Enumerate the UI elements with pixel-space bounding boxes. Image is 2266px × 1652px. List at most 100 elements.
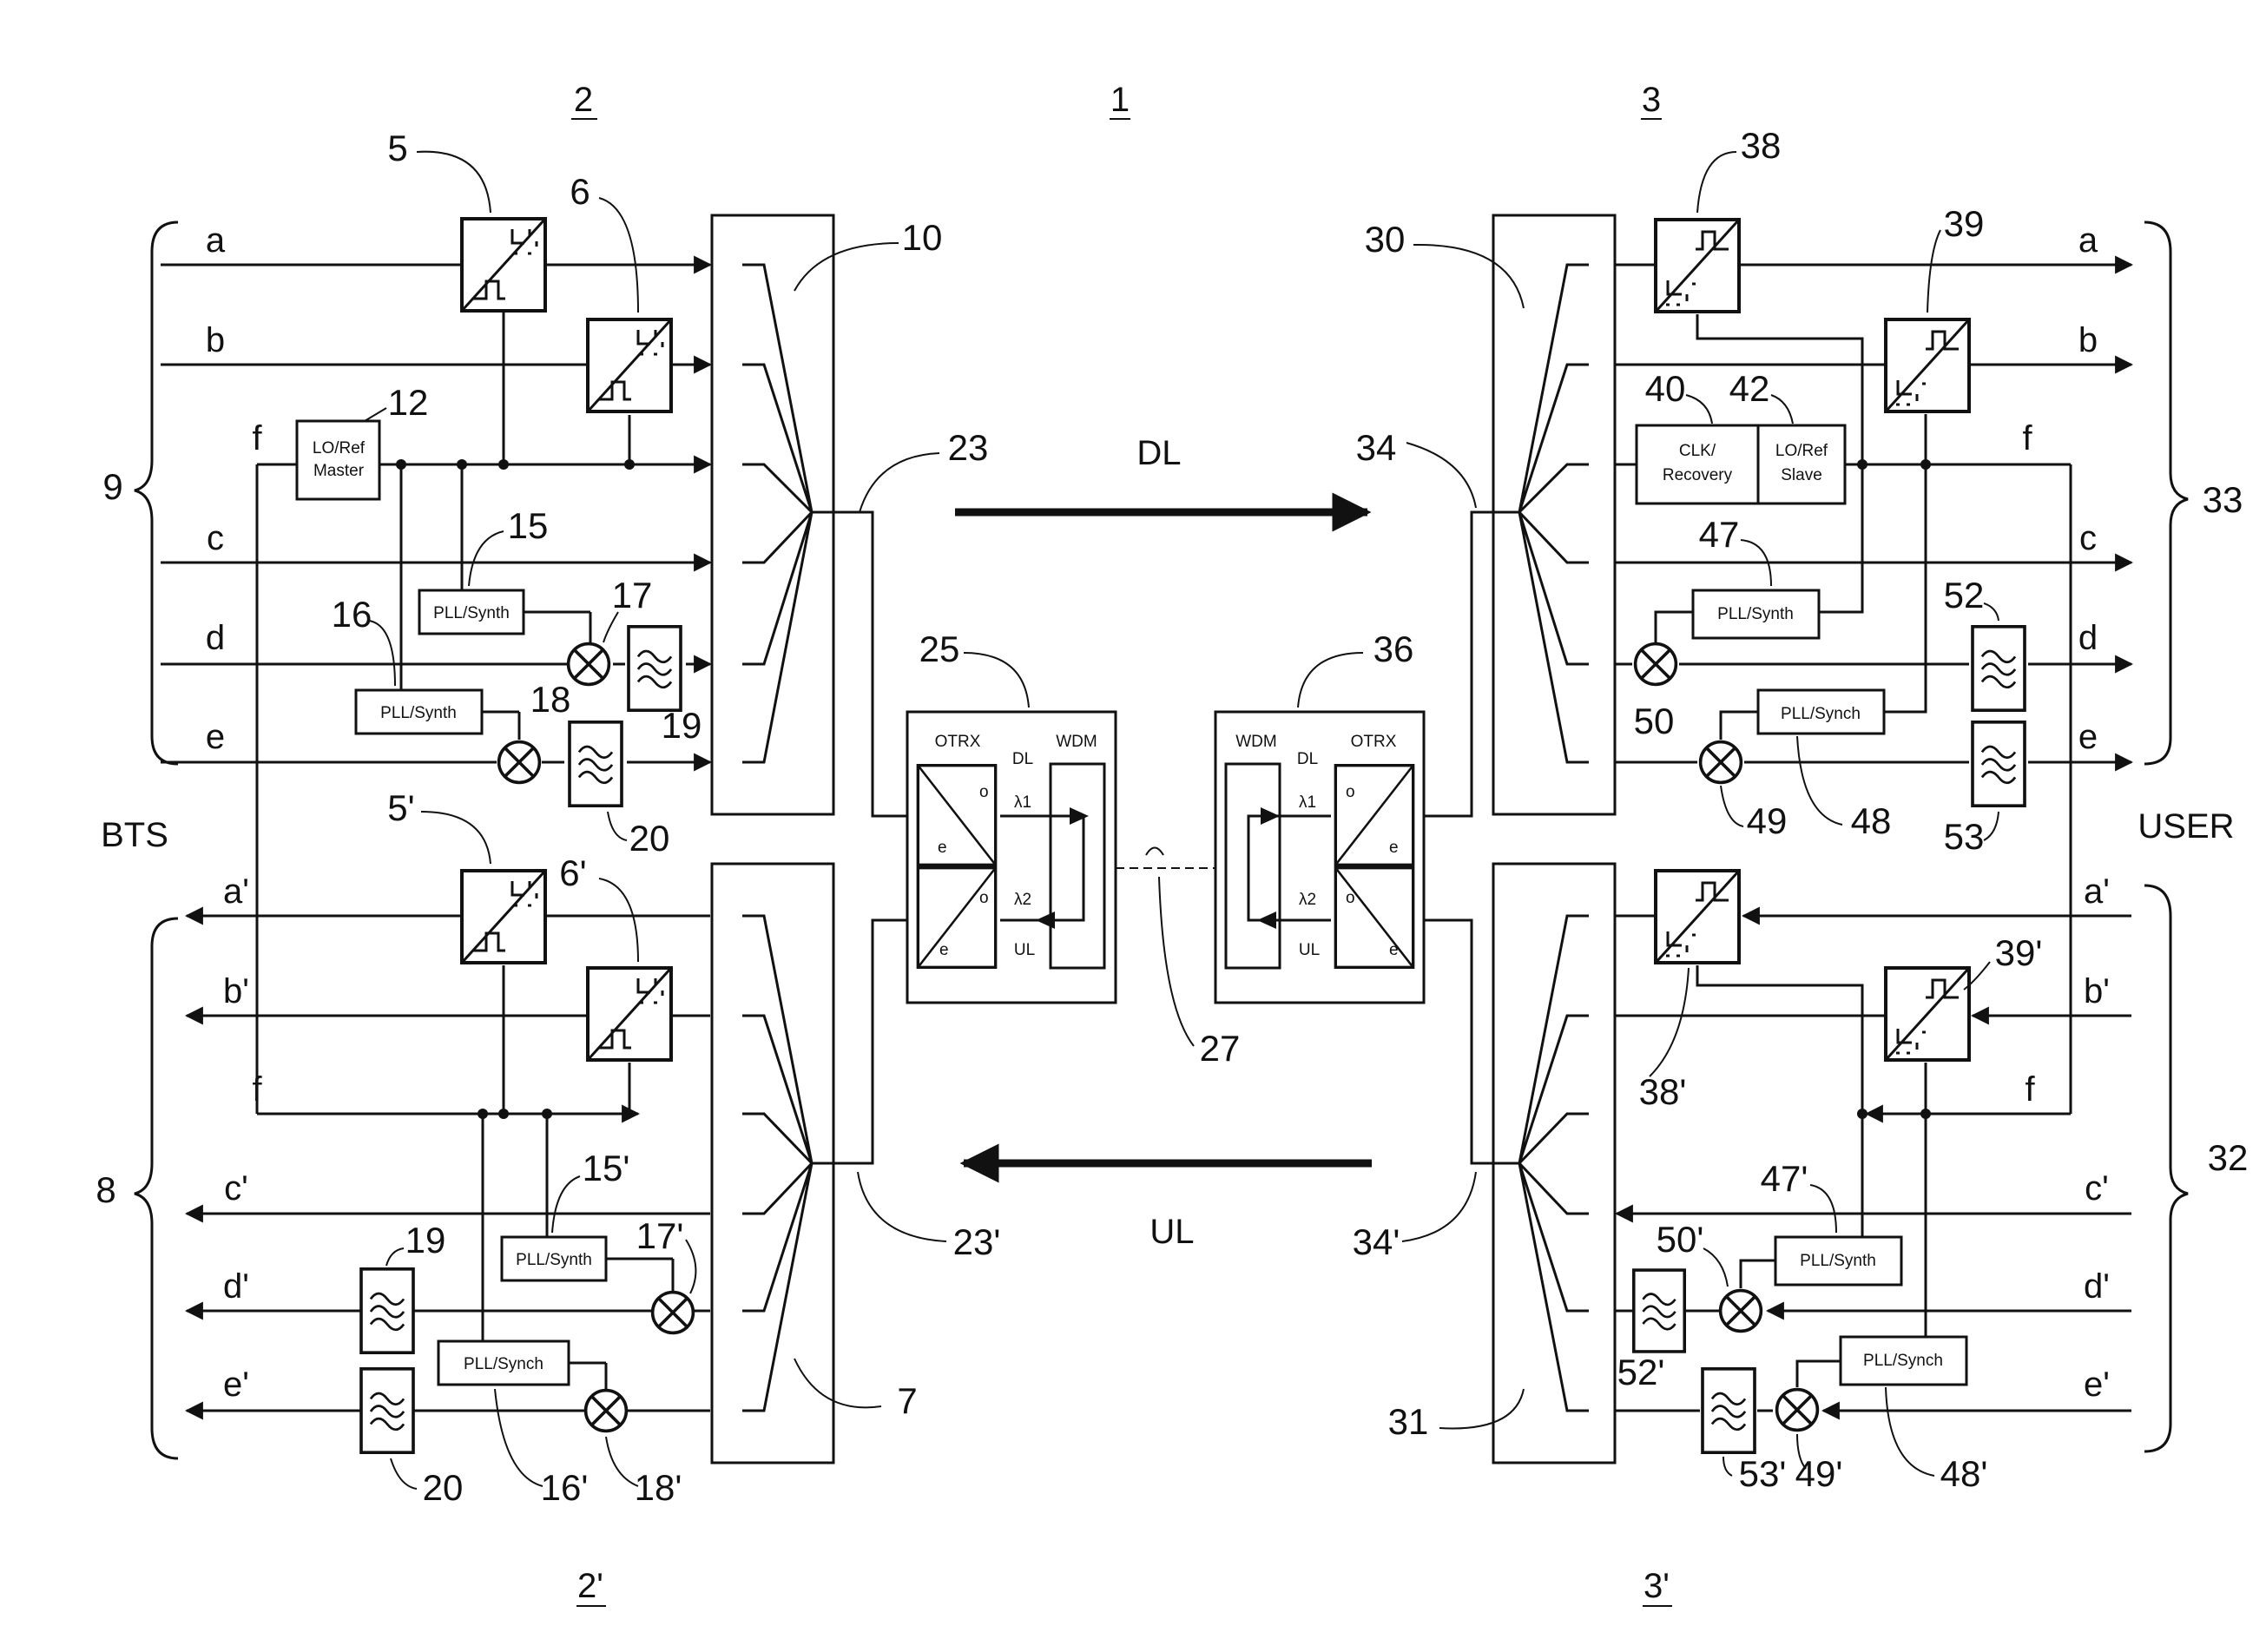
sig-e-out: e bbox=[2078, 718, 2098, 756]
sig-f2: f bbox=[252, 1070, 262, 1109]
svg-text:PLL/Synch: PLL/Synch bbox=[464, 1355, 543, 1373]
ref-30: 30 bbox=[1365, 219, 1406, 260]
svg-text:e: e bbox=[938, 839, 947, 857]
oe-converter-rx2 bbox=[1335, 766, 1413, 865]
svg-text:PLL/Synch: PLL/Synch bbox=[1863, 1352, 1943, 1370]
bts-label: BTS bbox=[101, 816, 168, 854]
ref-33: 33 bbox=[2203, 479, 2243, 520]
ref-17: 17 bbox=[612, 575, 653, 615]
svg-text:o: o bbox=[1346, 783, 1355, 801]
svg-text:e: e bbox=[1389, 941, 1399, 959]
sig-ep-in: e' bbox=[2084, 1366, 2110, 1404]
sig-b: b bbox=[206, 321, 225, 359]
svg-text:λ1: λ1 bbox=[1299, 793, 1316, 812]
sig-d: d bbox=[206, 619, 225, 657]
ref-12: 12 bbox=[388, 382, 429, 423]
ref-19b: 19 bbox=[405, 1220, 446, 1260]
svg-text:e: e bbox=[939, 941, 949, 959]
ref-8: 8 bbox=[96, 1169, 115, 1210]
filter-20 bbox=[570, 722, 622, 806]
svg-text:λ2: λ2 bbox=[1299, 891, 1316, 909]
mixer-50 bbox=[1636, 644, 1676, 685]
ref-38: 38 bbox=[1741, 125, 1782, 166]
svg-text:PLL/Synth: PLL/Synth bbox=[380, 704, 457, 722]
filter-19b bbox=[361, 1269, 413, 1353]
sig-b-out: b bbox=[2078, 321, 2098, 359]
ref-36: 36 bbox=[1373, 629, 1414, 669]
sig-cp-in: c' bbox=[2085, 1169, 2109, 1208]
oe-converter-rx bbox=[918, 868, 995, 968]
svg-text:o: o bbox=[979, 889, 989, 907]
ref-53: 53 bbox=[1944, 816, 1985, 857]
sig-ap: a' bbox=[223, 872, 249, 911]
ref-48: 48 bbox=[1851, 800, 1892, 841]
sig-dp-in: d' bbox=[2084, 1267, 2110, 1306]
adc-39 bbox=[1886, 319, 1969, 411]
lo-master-l1: LO/Ref bbox=[313, 439, 366, 457]
ref-52: 52 bbox=[1944, 575, 1985, 615]
dac-39p bbox=[1886, 968, 1969, 1060]
brace-32 bbox=[2144, 885, 2188, 1451]
user-side: 34 34' 30 31 a b f c d e 38 39 CLK/ Reco… bbox=[1353, 125, 2249, 1494]
wdm-left bbox=[1051, 764, 1104, 968]
filter-19 bbox=[629, 627, 681, 710]
svg-text:PLL/Synth: PLL/Synth bbox=[516, 1251, 592, 1269]
clk-recovery-block bbox=[1637, 425, 1758, 503]
svg-text:CLK/: CLK/ bbox=[1679, 442, 1716, 460]
svg-text:λ2: λ2 bbox=[1014, 891, 1031, 909]
ref-2p: 2' bbox=[577, 1567, 603, 1605]
filter-53 bbox=[1973, 722, 2025, 806]
sig-bp: b' bbox=[223, 972, 249, 1010]
svg-text:PLL/Synth: PLL/Synth bbox=[433, 604, 510, 622]
sig-ep: e' bbox=[223, 1366, 249, 1404]
brace-8 bbox=[135, 918, 178, 1458]
ref-10: 10 bbox=[902, 217, 943, 258]
svg-text:OTRX: OTRX bbox=[1351, 733, 1397, 751]
sig-c-out: c bbox=[2079, 519, 2097, 557]
ref-18: 18 bbox=[530, 679, 571, 720]
ul-label: UL bbox=[1149, 1213, 1194, 1251]
ref-20: 20 bbox=[629, 818, 670, 859]
ref-20b: 20 bbox=[423, 1467, 464, 1508]
svg-text:o: o bbox=[1346, 889, 1355, 907]
ref-23: 23 bbox=[948, 427, 989, 468]
sig-e: e bbox=[206, 718, 225, 756]
svg-text:OTRX: OTRX bbox=[935, 733, 981, 751]
filter-53p bbox=[1703, 1369, 1755, 1452]
sig-a-out: a bbox=[2078, 221, 2098, 260]
svg-text:LO/Ref: LO/Ref bbox=[1775, 442, 1828, 460]
dac-5 bbox=[462, 219, 545, 311]
filter-20b bbox=[361, 1369, 413, 1452]
ref-50p: 50' bbox=[1657, 1219, 1704, 1260]
mixer-49 bbox=[1701, 742, 1742, 783]
ref-47: 47 bbox=[1699, 514, 1740, 555]
dl-label: DL bbox=[1136, 434, 1181, 472]
ref-9: 9 bbox=[102, 466, 122, 507]
mixer-49p bbox=[1777, 1390, 1818, 1431]
ref-50: 50 bbox=[1634, 701, 1675, 741]
ref-53p: 53' bbox=[1739, 1453, 1787, 1494]
ref-25: 25 bbox=[919, 629, 960, 669]
svg-text:DL: DL bbox=[1012, 750, 1033, 768]
ref-48p: 48' bbox=[1940, 1453, 1988, 1494]
ref-3: 3 bbox=[1642, 81, 1661, 119]
lo-ref-slave-block bbox=[1758, 425, 1845, 503]
svg-text:Recovery: Recovery bbox=[1663, 466, 1733, 484]
mixer-17p bbox=[653, 1293, 694, 1333]
svg-text:o: o bbox=[979, 783, 989, 801]
bts-side: 9 8 BTS a b f c d e LO/Ref Master 12 5 6… bbox=[96, 128, 1000, 1508]
svg-text:WDM: WDM bbox=[1056, 733, 1097, 751]
mixer-17 bbox=[569, 644, 609, 685]
adc-6p bbox=[588, 968, 671, 1060]
user-label: USER bbox=[2138, 807, 2234, 846]
svg-text:UL: UL bbox=[1299, 941, 1320, 959]
ref-23p: 23' bbox=[953, 1221, 1001, 1262]
ref-7: 7 bbox=[897, 1380, 917, 1421]
adc-5p bbox=[462, 871, 545, 963]
ref-31: 31 bbox=[1388, 1401, 1429, 1442]
sig-c: c bbox=[207, 519, 224, 557]
dac-6 bbox=[588, 319, 671, 411]
wdm-right bbox=[1226, 764, 1280, 968]
svg-text:e: e bbox=[1389, 839, 1399, 857]
